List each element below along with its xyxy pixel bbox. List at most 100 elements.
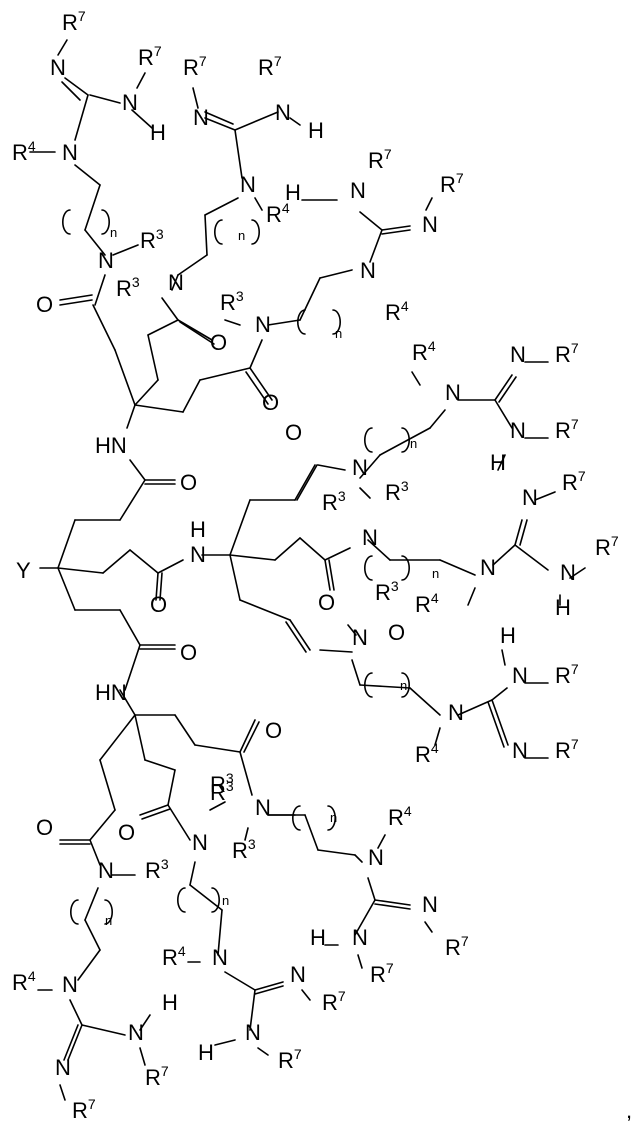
bond (379, 427, 431, 456)
superscript: 7 (571, 661, 579, 677)
atom-label: N (352, 455, 368, 480)
r-group-label: R4 (412, 338, 436, 365)
bond (177, 319, 213, 341)
r-group-label: R3 (232, 836, 256, 863)
close-paren-bracket (332, 309, 341, 335)
open-paren-bracket (364, 672, 373, 698)
bond (294, 464, 316, 501)
bond (317, 849, 356, 856)
superscript: 7 (274, 53, 282, 69)
bond (229, 499, 251, 556)
bond (494, 399, 513, 429)
atom-label: N (192, 830, 208, 855)
bond (224, 971, 256, 991)
bond (77, 949, 101, 981)
atom-label: O (36, 292, 53, 317)
bond (501, 649, 506, 666)
bond (347, 624, 357, 636)
atom-label: N (448, 700, 464, 725)
bond (129, 549, 159, 574)
bond (411, 371, 421, 386)
bond (239, 719, 256, 753)
bond (59, 1084, 66, 1101)
superscript: 4 (431, 590, 439, 606)
bond (249, 367, 273, 401)
bond (194, 744, 241, 753)
bond (285, 621, 307, 653)
bond (61, 81, 81, 101)
bond (304, 814, 319, 851)
bond (324, 547, 351, 561)
superscript: 4 (28, 138, 36, 154)
atom-label: N (352, 925, 368, 950)
bond (141, 808, 171, 820)
bond (374, 899, 411, 906)
bond (367, 539, 391, 561)
bond (324, 559, 331, 591)
bond (354, 899, 376, 936)
atom-label: N (512, 738, 528, 763)
bond (229, 554, 276, 561)
bond (182, 379, 201, 413)
bond (429, 409, 446, 429)
bond (124, 644, 141, 691)
bond (374, 903, 411, 910)
bond (224, 319, 241, 326)
close-paren-bracket (401, 555, 410, 581)
bond (425, 197, 433, 211)
bond (249, 989, 256, 1031)
atom-label: N (510, 342, 526, 367)
atom-label: N (445, 380, 461, 405)
atom-label: N (352, 625, 368, 650)
bond (494, 374, 513, 401)
bond (99, 714, 136, 761)
close-paren-bracket (327, 805, 336, 831)
open-paren-bracket (364, 555, 373, 581)
atom-label: O (265, 718, 282, 743)
bond (147, 319, 179, 336)
bond (204, 214, 208, 256)
open-paren-bracket (297, 309, 306, 335)
r-group-label: R3 (375, 578, 399, 605)
bond (126, 404, 136, 429)
bond (299, 277, 321, 321)
bond (57, 519, 76, 569)
bond (239, 599, 291, 621)
superscript: 3 (161, 856, 169, 872)
bond (491, 699, 509, 746)
bond (99, 759, 116, 811)
bond (534, 491, 556, 501)
r-group-label: R7 (368, 146, 392, 173)
superscript: 7 (386, 960, 394, 976)
atom-label: O (150, 592, 167, 617)
bond (84, 919, 101, 951)
repeat-count-label: n (222, 893, 229, 908)
bond (254, 197, 263, 211)
bond (367, 877, 376, 901)
r-group-label: R7 (183, 53, 207, 80)
bond (57, 567, 76, 611)
atom-label: N (350, 178, 366, 203)
atom-label: O (180, 640, 197, 665)
superscript: 7 (199, 53, 207, 69)
bond (381, 229, 411, 235)
atom-label: N (275, 100, 291, 125)
bond (289, 619, 311, 651)
superscript: 3 (248, 836, 256, 852)
close-paren-bracket (104, 899, 113, 925)
atom-label: H (310, 925, 326, 950)
close-paren-bracket (251, 219, 260, 245)
atom-label: N (50, 55, 66, 80)
bond (144, 759, 176, 771)
r-group-label: R3 (145, 856, 169, 883)
open-paren-bracket (177, 887, 186, 913)
superscript: 7 (571, 736, 579, 752)
bond (204, 197, 239, 216)
bond (74, 164, 101, 186)
bond (157, 559, 184, 574)
bond (147, 334, 159, 381)
atom-label: O (180, 470, 197, 495)
bond (129, 459, 146, 481)
bond (514, 544, 549, 571)
